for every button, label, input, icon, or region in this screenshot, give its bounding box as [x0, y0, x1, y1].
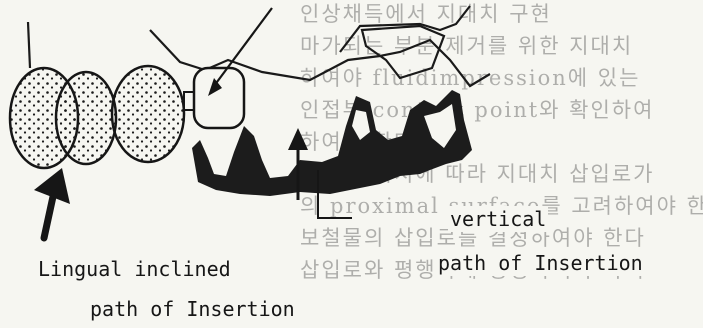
- vertical-arrowhead: [288, 128, 308, 150]
- lingual-label-line-2: path of Insertion: [88, 296, 297, 322]
- abutment-tooth: [194, 68, 244, 128]
- lingual-label-line-1: Lingual inclined: [36, 256, 233, 282]
- lingual-arrow-shaft: [44, 192, 54, 238]
- pontic-tooth: [56, 72, 116, 164]
- vertical-label-line-2: path of Insertion: [436, 250, 645, 276]
- gum-outline-right: [340, 6, 470, 52]
- right-crown-outline: [362, 26, 444, 78]
- vertical-label-line-1: vertical: [448, 206, 548, 232]
- pontic-tooth: [112, 66, 184, 162]
